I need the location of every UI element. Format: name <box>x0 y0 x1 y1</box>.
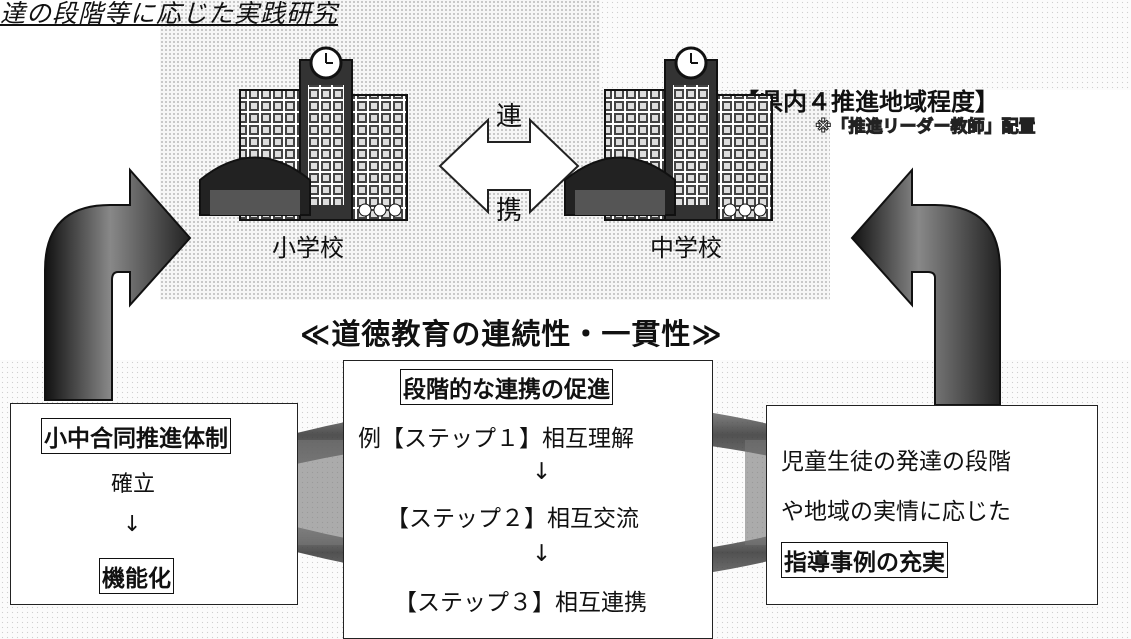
center-box-arrow2: ↓ <box>532 541 552 567</box>
link-double-arrow <box>438 117 580 215</box>
center-box-step3: 【ステップ３】相互連携 <box>394 590 647 616</box>
left-box-line4: 機能化 <box>99 558 174 594</box>
left-box-line2: 確立 <box>111 472 156 497</box>
center-box-heading: 段階的な連携の促進 <box>400 369 613 405</box>
junior-high-school-building <box>564 46 773 221</box>
left-box: 小中合同推進体制 確立 ↓ 機能化 <box>10 403 298 605</box>
link-char-top: 連 <box>496 102 523 132</box>
center-box-arrow1: ↓ <box>532 459 552 485</box>
theme-heading: ≪道徳教育の連続性・一貫性≫ <box>300 317 723 351</box>
right-curved-arrow <box>850 167 1001 406</box>
elementary-school-label: 小学校 <box>272 234 344 262</box>
leader-teacher-note: ※「推進リーダー教師」配置 <box>815 117 1037 138</box>
link-char-bottom: 携 <box>496 196 523 226</box>
center-box-step2: 【ステップ２】相互交流 <box>386 506 639 532</box>
left-box-heading: 小中合同推進体制 <box>41 418 231 454</box>
page-title: 達の段階等に応じた実践研究 <box>0 0 339 28</box>
elementary-school-building <box>199 46 408 221</box>
right-box-line2: や地域の実情に応じた <box>781 499 1011 525</box>
right-box-line1: 児童生徒の発達の段階 <box>781 449 1011 475</box>
right-box-line3: 指導事例の充実 <box>781 542 948 578</box>
center-box-step1: 例【ステップ１】相互理解 <box>358 426 634 452</box>
region-note: 【県内４推進地域程度】 <box>735 88 999 116</box>
left-curved-arrow <box>44 167 192 401</box>
right-box: 児童生徒の発達の段階 や地域の実情に応じた 指導事例の充実 <box>766 405 1098 605</box>
center-box: 段階的な連携の促進 例【ステップ１】相互理解 ↓ 【ステップ２】相互交流 ↓ 【… <box>343 360 713 639</box>
junior-high-school-label: 中学校 <box>650 234 722 262</box>
left-box-arrow: ↓ <box>123 512 142 537</box>
